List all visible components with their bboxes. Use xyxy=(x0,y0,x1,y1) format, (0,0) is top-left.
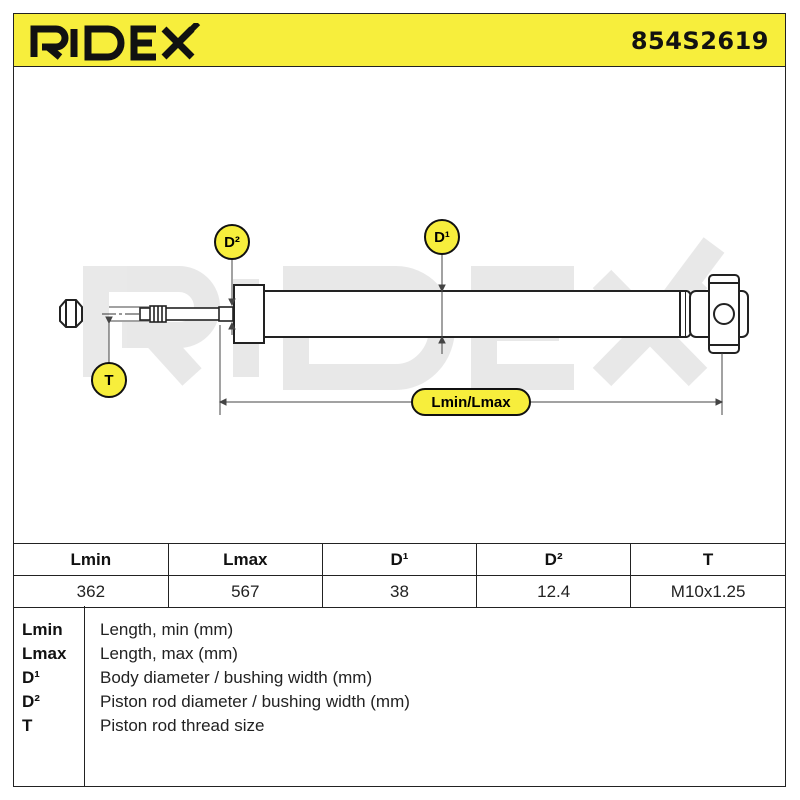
d2-callout: D² xyxy=(214,224,250,260)
legend-description: Length, max (mm) xyxy=(100,644,238,663)
spec-header-cell: T xyxy=(630,543,785,576)
legend-key: T xyxy=(22,716,33,735)
legend-row: D¹ Body diameter / bushing width (mm) xyxy=(14,668,785,692)
absorber-body xyxy=(233,284,693,344)
legend-description: Piston rod thread size xyxy=(100,716,265,735)
length-callout-label: Lmin/Lmax xyxy=(431,394,511,411)
spec-value-cell: 12.4 xyxy=(476,575,632,608)
legend-key: Lmax xyxy=(22,644,67,663)
header-bar: 854S2619 xyxy=(14,14,785,67)
spec-table: Lmin Lmax D¹ D² T 362 567 38 12.4 M10x1.… xyxy=(14,543,785,608)
legend-description: Piston rod diameter / bushing width (mm) xyxy=(100,692,410,711)
legend-key: D¹ xyxy=(22,668,40,687)
spec-value-cell: 38 xyxy=(321,575,478,608)
t-callout: T xyxy=(91,362,127,398)
legend-key: D² xyxy=(22,692,40,711)
legend-row: Lmin Length, min (mm) xyxy=(14,620,785,644)
length-callout: Lmin/Lmax xyxy=(411,388,531,416)
legend-description: Length, min (mm) xyxy=(100,620,234,639)
datasheet-frame: 854S2619 xyxy=(13,13,786,787)
eye-mount xyxy=(689,274,749,354)
piston-rod xyxy=(139,305,241,323)
brand-logo xyxy=(30,23,201,61)
spec-header-cell: D¹ xyxy=(321,543,478,576)
spec-header-cell: Lmin xyxy=(14,543,169,576)
spec-value-row: 362 567 38 12.4 M10x1.25 xyxy=(14,575,785,608)
legend-key: Lmin xyxy=(22,620,63,639)
spec-header-cell: D² xyxy=(476,543,632,576)
legend-description: Body diameter / bushing width (mm) xyxy=(100,668,373,687)
d2-dimension xyxy=(228,257,236,335)
legend-row: T Piston rod thread size xyxy=(14,716,785,740)
t-callout-label: T xyxy=(104,372,113,389)
part-number: 854S2619 xyxy=(630,27,769,55)
spec-value-cell: 567 xyxy=(167,575,323,608)
spec-value-cell: M10x1.25 xyxy=(630,575,785,608)
legend-row: D² Piston rod diameter / bushing width (… xyxy=(14,692,785,716)
spec-value-cell: 362 xyxy=(14,575,169,608)
shock-absorber-drawing: D² D¹ T Lmin/Lmax xyxy=(59,219,749,416)
legend-divider xyxy=(84,606,85,786)
legend-row: Lmax Length, max (mm) xyxy=(14,644,785,668)
d1-callout: D¹ xyxy=(424,219,460,255)
spec-header-cell: Lmax xyxy=(167,543,323,576)
d2-callout-label: D² xyxy=(224,234,240,251)
legend: Lmin Length, min (mm) Lmax Length, max (… xyxy=(14,606,785,786)
d1-callout-label: D¹ xyxy=(434,229,450,246)
d1-dimension xyxy=(438,252,446,354)
nut xyxy=(59,299,83,328)
spec-header-row: Lmin Lmax D¹ D² T xyxy=(14,543,785,576)
